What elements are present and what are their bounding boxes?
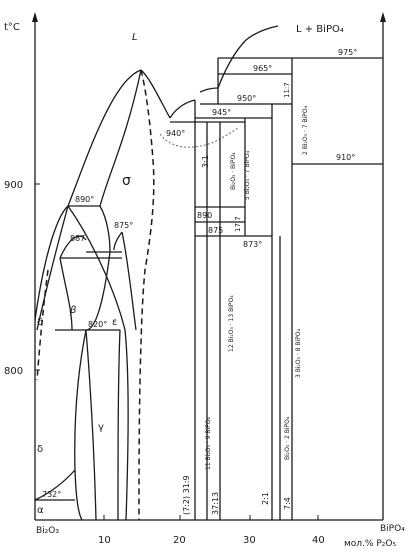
compound-7-4: 7:4 xyxy=(283,497,292,510)
compound-5bi2o3-7bipo4: 5 Bi₂O₃ · 7 BiPO₄ xyxy=(244,150,251,200)
compound-3-1: 3:1 xyxy=(201,155,210,168)
sigma-boundary xyxy=(138,69,155,521)
compound-bi2o3-bipo4: Bi₂O₃ · BiPO₄ xyxy=(230,152,237,190)
region-gamma: γ xyxy=(98,422,104,433)
compound-11-7: 11:7 xyxy=(283,82,291,98)
region-liquid-bipo4: L + BiPO₄ xyxy=(296,24,344,35)
compound-2bi2o3-7bipo4: 2 Bi₂O₃ · 7 BiPO₄ xyxy=(302,105,309,155)
compound-3bi2o3-8bipo4: 3 Bi₂O₃ · 8 BiPO₄ xyxy=(295,328,302,378)
phase-boundaries xyxy=(34,69,142,521)
x-tick-10: 10 xyxy=(98,535,111,546)
x-tick-40: 40 xyxy=(312,535,325,546)
temp-873: 873° xyxy=(243,240,262,249)
x-unit-label: мол.% P₂O₅ xyxy=(344,539,396,549)
compound-bi2o3-2bipo4: Bi₂O₃ · 2 BiPO₄ xyxy=(284,416,291,460)
compound-37-13: 37:13 xyxy=(211,492,220,515)
region-delta-upper: δ xyxy=(37,317,43,328)
compound-17-7: 17:7 xyxy=(234,216,242,232)
region-liquid: L xyxy=(132,32,138,43)
temp-940: 940° xyxy=(166,129,185,138)
x-tick-30: 30 xyxy=(243,535,256,546)
temp-887: 887 xyxy=(70,234,85,243)
temp-890-right: 890 xyxy=(197,211,212,220)
liquidus-curves xyxy=(34,25,279,321)
temp-950: 950° xyxy=(237,94,256,103)
compound-11bi2o3-9bipo4: 11 Bi₂O₃ · 9 BiPO₄ xyxy=(205,417,212,470)
x-right-label: BiPO₄ xyxy=(380,524,405,534)
y-tick-800: 800 xyxy=(4,366,23,377)
region-alpha: α xyxy=(37,505,44,516)
region-beta: β xyxy=(69,305,77,316)
temp-890-left: 890° xyxy=(75,195,94,204)
x-left-label: Bi₂O₃ xyxy=(36,526,59,536)
region-sigma: σ xyxy=(122,173,131,189)
compound-12bi2o3-13bipo4: 12 Bi₂O₃ · 13 BiPO₄ xyxy=(228,295,235,352)
temp-820: 820° xyxy=(88,320,107,329)
metastable-arc xyxy=(159,127,239,148)
compound-lines xyxy=(194,58,293,520)
region-delta-lower: δ xyxy=(37,444,43,455)
y-axis-label: t°C xyxy=(4,22,20,33)
temp-875-left: 875° xyxy=(114,221,133,230)
temp-945: 945° xyxy=(212,108,231,117)
temp-975: 975° xyxy=(338,48,357,57)
temp-965: 965° xyxy=(253,64,272,73)
x-tick-20: 20 xyxy=(173,535,186,546)
region-epsilon: ε xyxy=(112,317,117,328)
y-tick-900: 900 xyxy=(4,180,23,191)
compound-2-1: 2:1 xyxy=(261,492,270,505)
temp-732: 732° xyxy=(42,490,61,499)
temp-875-right: 875 xyxy=(208,226,223,235)
compound-7-2-31-9: (7:2) 31:9 xyxy=(182,475,191,515)
plot-frame xyxy=(32,12,386,521)
temp-910: 910° xyxy=(336,153,355,162)
